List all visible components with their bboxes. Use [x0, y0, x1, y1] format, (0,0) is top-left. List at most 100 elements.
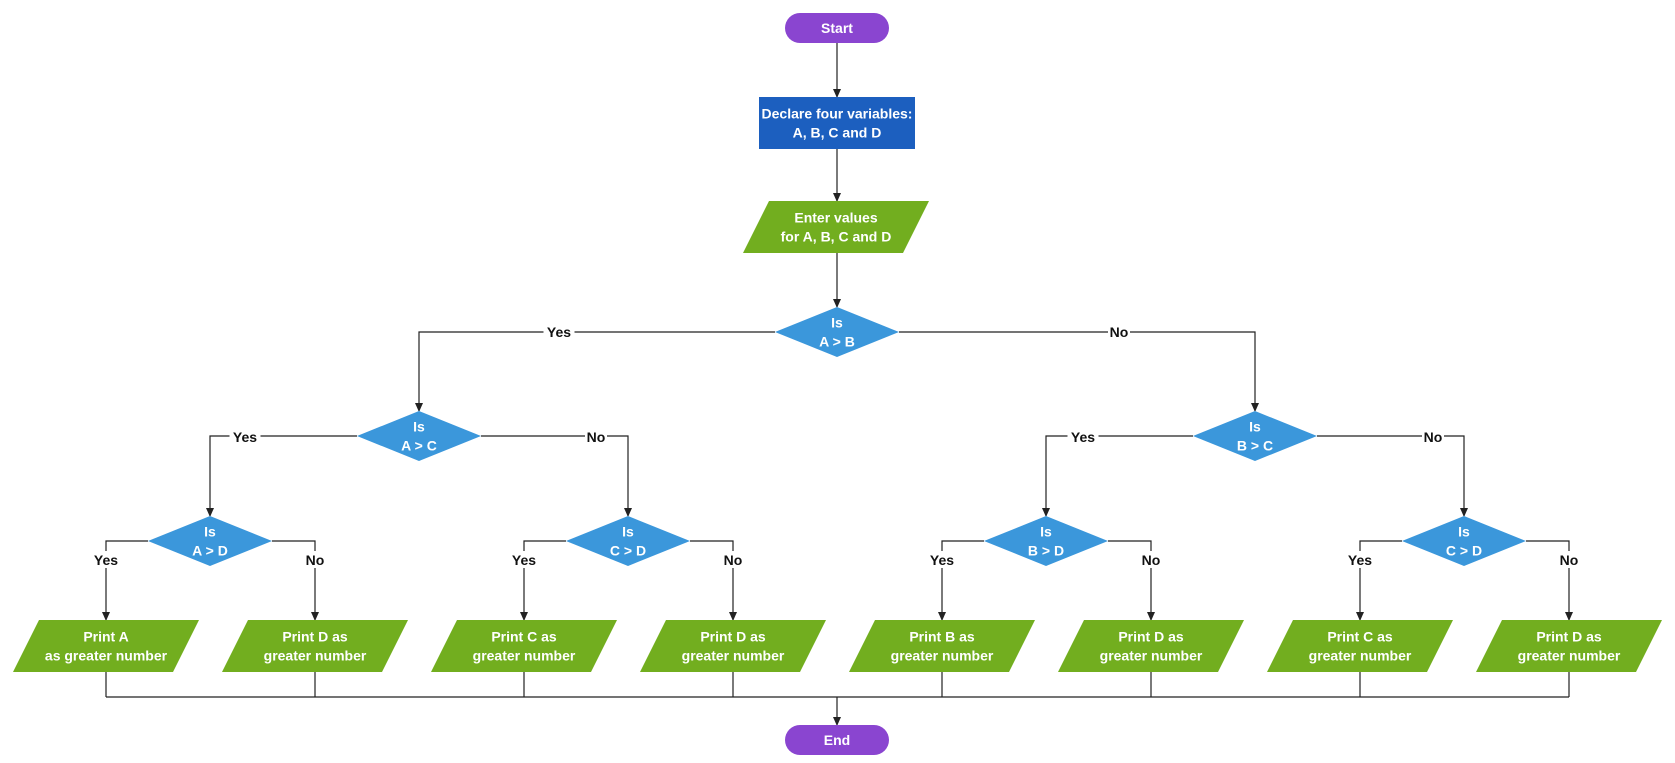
node-label: Print C as [1327, 629, 1393, 645]
edge-bd-yes [938, 540, 984, 621]
node-label: for A, B, C and D [781, 229, 892, 245]
label-ac-no-bg [585, 428, 607, 445]
node-label: Is [1458, 524, 1470, 540]
label-bd-no: No [1142, 552, 1161, 568]
label-bc-yes: Yes [1071, 429, 1095, 445]
node-label: Print D as [1536, 629, 1602, 645]
node-label: Print A [83, 629, 128, 645]
decision-shape [566, 516, 690, 566]
label-ab-no-bg [1108, 323, 1130, 340]
label-ac-no: No [587, 429, 606, 445]
node-label: Is [831, 315, 843, 331]
node-label: Print D as [1118, 629, 1184, 645]
label-cd2-no: No [1560, 552, 1579, 568]
io-shape [640, 620, 826, 672]
node-label: greater number [264, 648, 367, 664]
edge-ad-no [272, 540, 319, 621]
output-print-a: Print A as greater number [13, 620, 199, 672]
node-label: B > D [1028, 543, 1064, 559]
node-label: End [824, 732, 850, 748]
label-cd1-yes-bg [508, 551, 540, 568]
edge-cd2-no [1526, 540, 1573, 621]
label-cd2-yes-bg [1344, 551, 1376, 568]
terminator-shape [785, 13, 889, 43]
decision-b-gt-c: Is B > C [1193, 411, 1317, 461]
io-shape [1267, 620, 1453, 672]
edge-ac-no [481, 435, 632, 517]
decision-shape [984, 516, 1108, 566]
node-label: C > D [1446, 543, 1482, 559]
label-ab-yes: Yes [547, 324, 571, 340]
decision-a-gt-d: Is A > D [148, 516, 272, 566]
io-shape [431, 620, 617, 672]
label-ab-yes-bg [543, 323, 575, 340]
node-label: A > B [819, 334, 855, 350]
io-shape [1476, 620, 1662, 672]
label-ad-no-bg [304, 551, 326, 568]
output-print-d-2: Print D as greater number [640, 620, 826, 672]
edge-ac-yes [206, 435, 357, 517]
decision-c-gt-d-left: Is C > D [566, 516, 690, 566]
declare-variables-process: Declare four variables:A, B, C and D [759, 97, 915, 149]
label-ad-no: No [306, 552, 325, 568]
node-label: greater number [1309, 648, 1412, 664]
node-label: greater number [682, 648, 785, 664]
node-label: B > C [1237, 438, 1273, 454]
decision-shape [1193, 411, 1317, 461]
decision-shape [357, 411, 481, 461]
process-shape [759, 97, 915, 149]
node-label: A > C [401, 438, 437, 454]
node-label: Print D as [700, 629, 766, 645]
edge-cd1-yes [520, 540, 566, 621]
edge-ab-yes [415, 331, 775, 412]
edge-bc-yes [1042, 435, 1193, 517]
label-bc-yes-bg [1067, 428, 1099, 445]
node-label: greater number [1100, 648, 1203, 664]
node-label: Is [413, 419, 425, 435]
node-label: Is [1249, 419, 1261, 435]
label-cd1-no-bg [722, 551, 744, 568]
terminator-shape [785, 725, 889, 755]
node-label: Print D as [282, 629, 348, 645]
output-print-d-4: Print D as greater number [1476, 620, 1662, 672]
node-label: Is [204, 524, 216, 540]
label-bd-no-bg [1140, 551, 1162, 568]
node-label: Start [821, 20, 853, 36]
output-print-c-2: Print C as greater number [1267, 620, 1453, 672]
node-label: greater number [473, 648, 576, 664]
output-print-b: Print B as greater number [849, 620, 1035, 672]
node-label: greater number [891, 648, 994, 664]
label-bc-no: No [1424, 429, 1443, 445]
label-ad-yes: Yes [94, 552, 118, 568]
end-terminator: End [785, 725, 889, 755]
decision-shape [775, 307, 899, 357]
label-ac-yes: Yes [233, 429, 257, 445]
output-print-d-1: Print D as greater number [222, 620, 408, 672]
io-shape [1058, 620, 1244, 672]
node-label: Is [622, 524, 634, 540]
label-ad-yes-bg [90, 551, 122, 568]
edge-ab-no [899, 331, 1259, 412]
node-label: A > D [192, 543, 228, 559]
start-terminator: Start [785, 13, 889, 43]
node-label: greater number [1518, 648, 1621, 664]
edge-bc-no [1317, 435, 1468, 517]
label-ab-no: No [1110, 324, 1129, 340]
decision-a-gt-b: Is A > B [775, 307, 899, 357]
node-label: Declare four variables: [762, 106, 913, 122]
label-cd1-yes: Yes [512, 552, 536, 568]
label-cd2-yes: Yes [1348, 552, 1372, 568]
node-label: C > D [610, 543, 646, 559]
io-shape [743, 201, 929, 253]
decision-b-gt-d: IsB > D [984, 516, 1108, 566]
edge-cd2-yes [1356, 540, 1402, 621]
edge-cd1-no [690, 540, 737, 621]
output-print-d-3: Print D as greater number [1058, 620, 1244, 672]
edge-ad-yes [102, 540, 148, 621]
label-bd-yes: Yes [930, 552, 954, 568]
node-label: Print B as [909, 629, 975, 645]
node-label: as greater number [45, 648, 168, 664]
io-shape [849, 620, 1035, 672]
